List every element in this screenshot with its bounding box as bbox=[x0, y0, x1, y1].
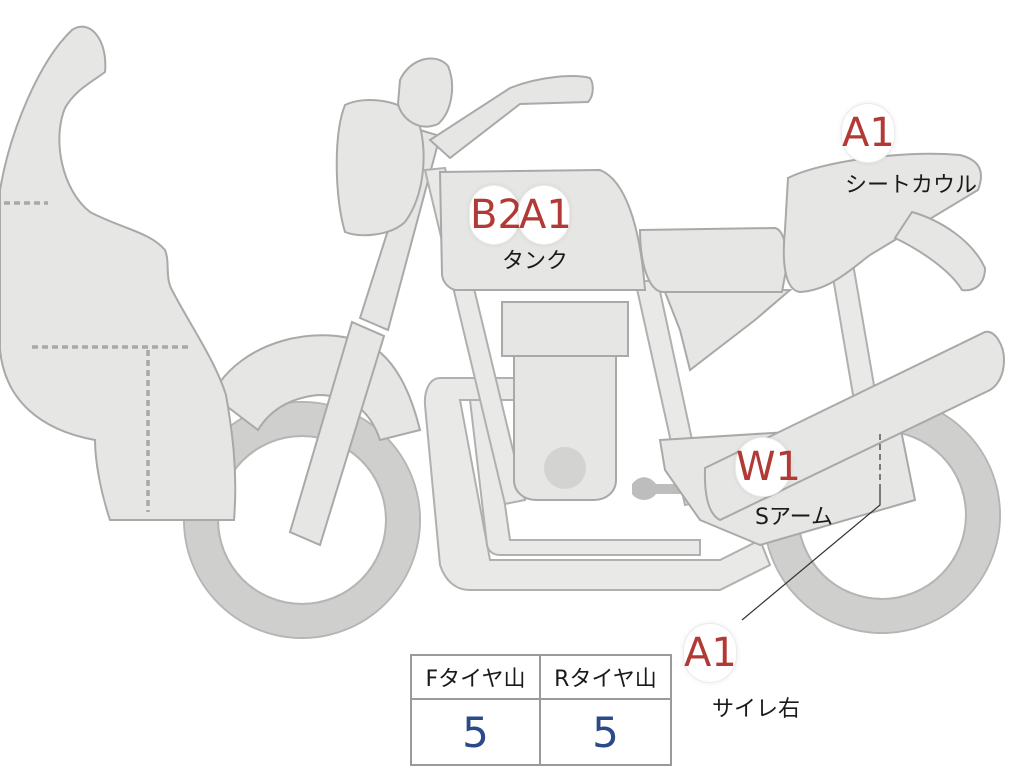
exhaust-pipe bbox=[423, 377, 772, 591]
marker-swing-arm-badge: W1 bbox=[736, 438, 801, 496]
front-fork bbox=[288, 320, 386, 547]
marker-swing-arm-label: Sアーム bbox=[755, 505, 833, 530]
marker-tank-label: タンク bbox=[502, 249, 569, 274]
mirror bbox=[396, 57, 454, 128]
marker-silencer-label: サイレ右 bbox=[712, 697, 801, 722]
tail-fin bbox=[893, 210, 987, 292]
engine-cover bbox=[544, 447, 586, 489]
exhaust-pipe-inner bbox=[468, 399, 701, 556]
rear-tire-value: 5 bbox=[592, 707, 619, 757]
engine-head bbox=[501, 301, 629, 357]
tire-tread-table: Fタイヤ山 Rタイヤ山 5 5 bbox=[410, 654, 672, 766]
front-tire-value: 5 bbox=[412, 700, 541, 764]
silencer-leader-line bbox=[741, 490, 881, 621]
side-cover bbox=[663, 288, 793, 372]
marker-b2-badge: B2 bbox=[470, 186, 523, 244]
marker-silencer-badge: A1 bbox=[684, 624, 737, 682]
seat bbox=[638, 226, 788, 293]
front-fairing bbox=[0, 25, 237, 521]
front-tire-header: Fタイヤ山 bbox=[412, 656, 541, 700]
marker-tank-badge: A1 bbox=[519, 186, 572, 244]
marker-seat-cowl-badge: A1 bbox=[842, 104, 895, 162]
rear-tire-header: Rタイヤ山 bbox=[541, 656, 670, 700]
marker-seat-cowl-label: シートカウル bbox=[845, 173, 978, 198]
engine-block bbox=[513, 355, 617, 501]
handlebar bbox=[428, 75, 594, 160]
